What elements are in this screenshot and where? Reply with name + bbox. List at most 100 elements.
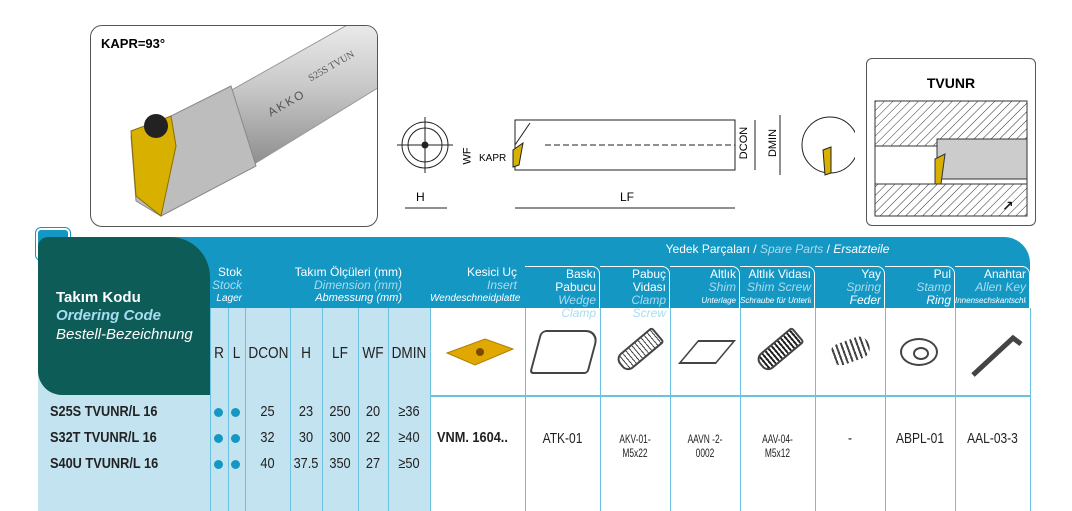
insert-tr: Kesici Uç — [466, 265, 517, 279]
spare-sep: / — [826, 242, 830, 256]
column-divider — [670, 308, 671, 511]
spare-col-tr: Baskı Pabucu — [555, 267, 596, 294]
spare-col-header: Baskı Pabucu Wedge Clamp Spannpratze — [525, 266, 600, 333]
spare-part-code: AAV-04-M5x12 — [762, 432, 793, 460]
spare-col-tr: Anahtar — [983, 267, 1026, 281]
column-divider — [228, 308, 229, 511]
dim-dmin: ≥36 — [398, 403, 420, 420]
spare-part-code: ATK-01 — [542, 430, 583, 447]
column-divider — [290, 308, 291, 511]
dim-lf: 300 — [329, 429, 351, 446]
wedge-clamp-icon — [529, 330, 600, 374]
dim-dcon: 25 — [260, 403, 275, 420]
dim-lf: 250 — [329, 403, 351, 420]
stock-dot-r — [214, 408, 223, 417]
ring-icon — [900, 338, 938, 366]
code-header-de: Bestell-Bezeichnung — [56, 326, 193, 343]
product-photo: KAPR=93° AKKO S25S TVUN — [90, 25, 378, 227]
dim-label-dmin: DMIN — [767, 128, 780, 158]
column-divider — [955, 308, 956, 511]
dimension-header: Takım Ölçüleri (mm) Dimension (mm) Abmes… — [245, 266, 405, 305]
column-header: H — [301, 345, 311, 362]
spare-col-tr: Altlık Vidası — [748, 267, 811, 281]
insert-image — [445, 338, 515, 366]
dimension-diagram — [397, 115, 855, 209]
spare-col-tr: Altlık — [709, 267, 736, 281]
column-divider — [430, 308, 431, 511]
spare-part-code: AAVN -2-0002 — [687, 432, 723, 460]
spare-de: Ersatzteile — [833, 242, 890, 256]
stock-dot-r — [214, 434, 223, 443]
stock-en: Stock — [211, 278, 242, 292]
spare-col-en: Shim — [708, 280, 736, 294]
dim-en: Dimension (mm) — [313, 278, 402, 292]
spare-part-code: AKV-01-M5x22 — [619, 432, 651, 460]
column-divider — [740, 308, 741, 511]
spare-col-de: Schraube für Unterlage — [740, 296, 811, 305]
column-header: L — [232, 345, 241, 362]
ordering-code: S25S TVUNR/L 16 — [50, 403, 158, 420]
spare-col-header: Altlık Shim Unterlage — [670, 266, 740, 308]
dim-de: Abmessung (mm) — [315, 292, 402, 304]
column-divider — [358, 308, 359, 511]
dim-label-lf: LF — [620, 190, 635, 204]
spare-col-tr: Yay — [861, 267, 881, 281]
insert-code: VNM. 1604.. — [437, 429, 508, 446]
dim-label-h: H — [416, 190, 425, 204]
column-divider — [525, 308, 526, 511]
column-divider — [210, 308, 211, 511]
spare-col-header: Yay Spring Feder — [815, 266, 885, 308]
spare-col-en: Spring — [846, 280, 881, 294]
spare-col-de: Spannpratze — [527, 320, 596, 333]
spare-part-code: AAL-03-3 — [967, 430, 1018, 447]
spare-col-de: Feder — [849, 294, 881, 307]
spare-sep: / — [753, 242, 757, 256]
stock-tr: Stok — [217, 265, 242, 279]
spare-col-en: Allen Key — [975, 280, 1026, 294]
shim-icon — [677, 340, 737, 364]
spare-parts-header: Yedek Parçaları / Spare Parts / Ersatzte… — [525, 242, 1030, 256]
dim-dmin: ≥40 — [398, 429, 420, 446]
stock-header: Stok Stock Lager — [195, 266, 245, 305]
stock-dot-l — [231, 434, 240, 443]
insert-header: Kesici Uç Insert Wendeschneidplatte — [430, 266, 520, 305]
spare-part-code: ABPL-01 — [895, 430, 945, 447]
dim-wf: 22 — [365, 429, 381, 446]
column-header: WF — [362, 345, 384, 362]
dim-h: 30 — [298, 429, 314, 446]
stock-de: Lager — [216, 293, 242, 304]
stock-dot-l — [231, 408, 240, 417]
column-divider — [1030, 308, 1031, 511]
column-header: R — [214, 345, 224, 362]
column-divider — [815, 308, 816, 511]
code-header-en: Ordering Code — [56, 307, 162, 324]
spare-col-de: Ring — [926, 294, 951, 307]
dim-label-wf: WF — [461, 147, 474, 165]
ordering-code-header: Takım Kodu Ordering Code Bestell-Bezeich… — [38, 237, 210, 395]
column-divider — [388, 308, 389, 511]
spare-en: Spare Parts — [759, 242, 824, 256]
spare-col-en: Shim Screw — [746, 280, 811, 294]
column-divider — [245, 308, 246, 511]
ordering-code: S40U TVUNR/L 16 — [50, 455, 159, 472]
kapr-label: KAPR=93° — [101, 36, 166, 51]
column-divider — [322, 308, 323, 511]
spare-part-code: - — [848, 430, 852, 447]
insert-en: Insert — [486, 278, 517, 292]
spare-col-en: Stamp — [916, 280, 951, 294]
stock-dot-r — [214, 460, 223, 469]
spare-col-header: Pabuç Vidası Clamp Screw Klemmschraube — [600, 266, 670, 333]
feed-direction-icon: ↗ — [1002, 197, 1014, 213]
spare-col-en: Wedge Clamp — [558, 293, 596, 320]
stock-dot-l — [231, 460, 240, 469]
column-header: LF — [332, 345, 348, 362]
clamp-screw-icon — [614, 326, 665, 374]
dim-dmin: ≥50 — [398, 455, 420, 472]
spare-col-header: Altlık Vidası Shim Screw Schraube für Un… — [740, 266, 815, 308]
spring-icon — [827, 333, 873, 369]
allen-key-icon — [971, 334, 1023, 377]
spare-tr: Yedek Parçaları — [665, 242, 750, 256]
column-divider — [600, 308, 601, 511]
code-header-tr: Takım Kodu — [56, 289, 141, 306]
spare-col-header: Anahtar Allen Key Innensechskantschlüsse… — [955, 266, 1030, 308]
